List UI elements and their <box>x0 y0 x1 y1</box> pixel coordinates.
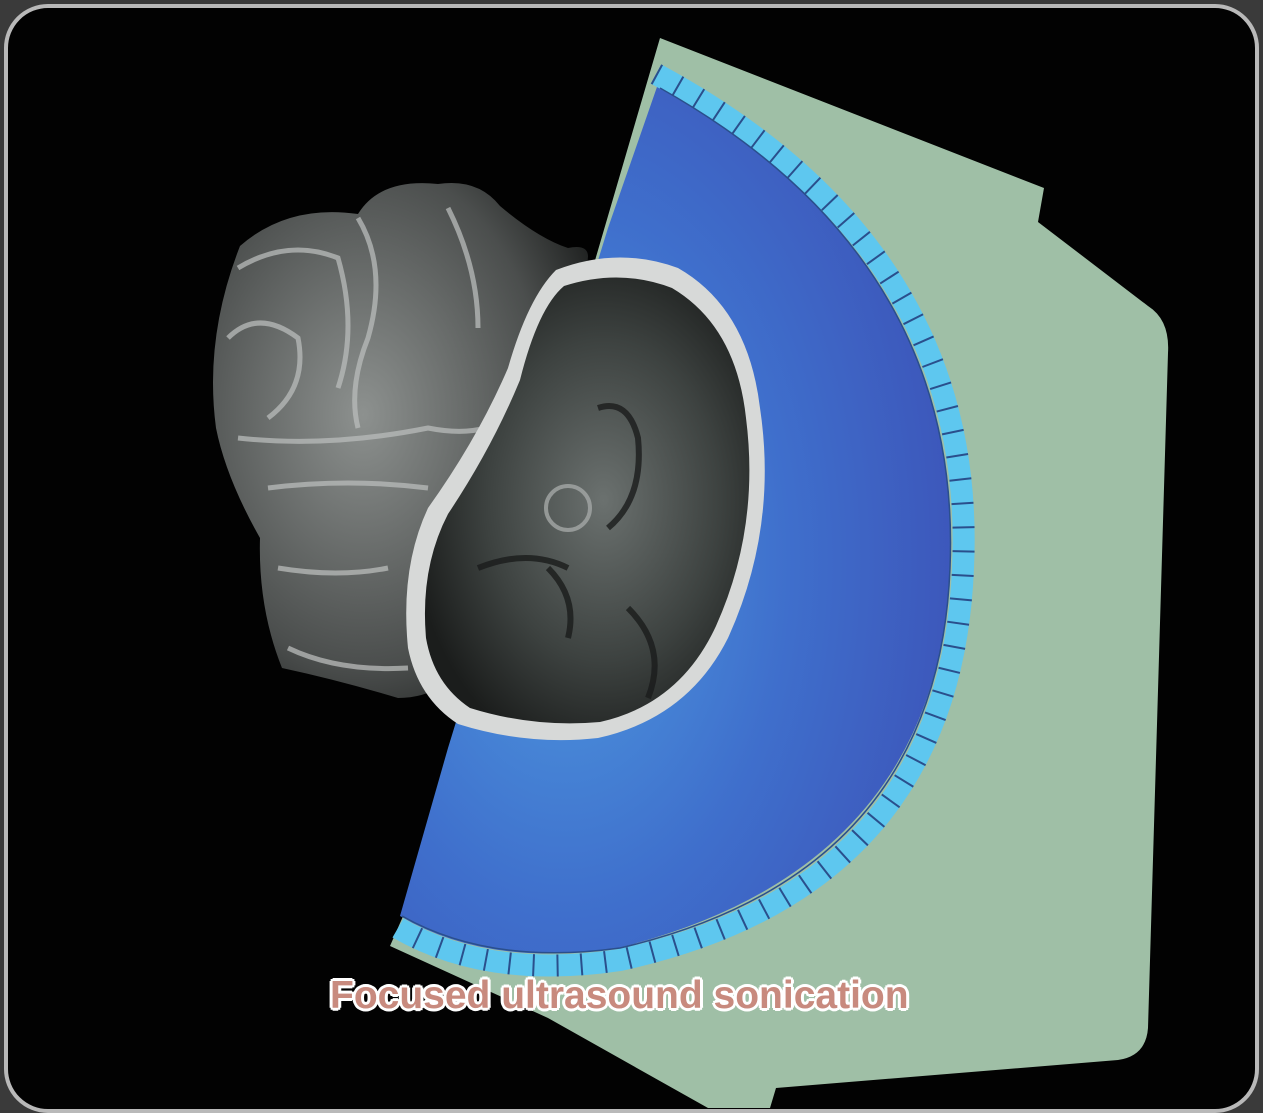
sonication-illustration <box>8 8 1255 1109</box>
image-frame: Focused ultrasound sonication <box>4 4 1259 1113</box>
caption-text: Focused ultrasound sonication <box>330 974 970 1018</box>
